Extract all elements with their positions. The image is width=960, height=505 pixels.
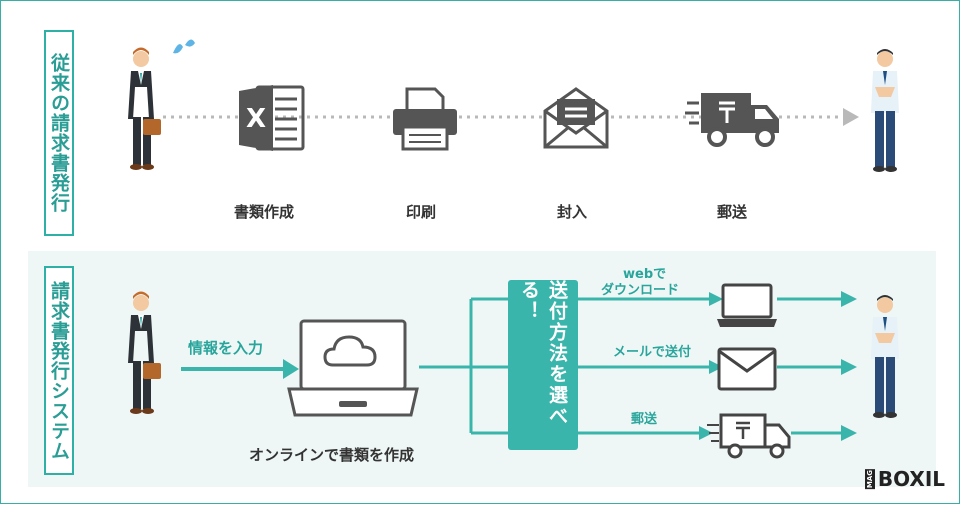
businessman-icon: [128, 47, 161, 170]
step-caption-create: 書類作成: [234, 203, 295, 221]
step-caption-print: 印刷: [406, 203, 437, 221]
method-web-line1: webで: [623, 267, 667, 282]
svg-text:X: X: [246, 104, 266, 134]
printer-icon: [393, 87, 457, 151]
choose-methods-box: 送付方法を選べる！: [508, 280, 578, 450]
choose-methods-text: 送付方法を選べる！: [518, 280, 568, 427]
recipient-businessman-icon: [871, 49, 899, 172]
laptop-cloud-icon: [287, 319, 419, 417]
step-caption-mail: 郵送: [717, 203, 748, 221]
section-label-system: 請求書発行システム: [44, 266, 74, 475]
section-label-traditional: 従来の請求書発行: [44, 30, 74, 236]
recipient-businessman-icon-system: [871, 295, 899, 418]
method-email-label: メールで送付: [613, 345, 692, 360]
mail-icon: [717, 347, 777, 391]
envelope-icon: [543, 87, 609, 149]
excel-icon: X: [239, 85, 305, 151]
boxil-logo: MAG BOXIL: [864, 467, 945, 491]
boxil-wordmark: BOXIL: [877, 467, 945, 491]
laptop-icon: [717, 283, 777, 327]
sweat-icon: [173, 39, 195, 54]
step-caption-enclose: 封入: [557, 203, 588, 221]
truck-icon: [707, 413, 791, 459]
businessman-icon-system: [128, 291, 161, 414]
method-post-label: 郵送: [631, 412, 658, 427]
input-label: 情報を入力: [188, 339, 264, 357]
mag-badge: MAG: [864, 468, 875, 490]
create-online-caption: オンラインで書類を作成: [249, 446, 415, 464]
delivery-truck-icon: [685, 93, 779, 147]
method-web-line2: ダウンロード: [601, 283, 680, 298]
